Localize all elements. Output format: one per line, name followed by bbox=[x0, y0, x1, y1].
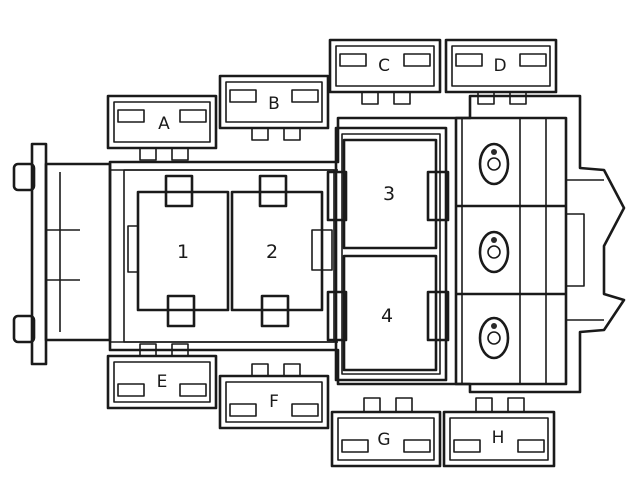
relay-label-A: A bbox=[158, 114, 170, 134]
fuse-slot-label-2: 2 bbox=[266, 241, 278, 263]
terminal-1 bbox=[478, 142, 510, 186]
terminal-3 bbox=[478, 316, 510, 360]
relay-label-E: E bbox=[157, 372, 168, 392]
housing bbox=[108, 94, 626, 394]
fuse-slot-label-4: 4 bbox=[381, 305, 393, 327]
fuse-slot-label-3: 3 bbox=[383, 183, 395, 205]
relay-C: C bbox=[328, 38, 442, 105]
relay-B: B bbox=[218, 74, 330, 141]
relay-label-C: C bbox=[378, 56, 390, 76]
relay-G: G bbox=[330, 397, 442, 468]
fuse-slot-1: 1 bbox=[127, 174, 230, 328]
relay-label-F: F bbox=[269, 392, 279, 412]
relay-F: F bbox=[218, 363, 330, 430]
relay-label-H: H bbox=[492, 428, 505, 448]
relay-label-G: G bbox=[377, 430, 390, 450]
relay-E: E bbox=[106, 343, 218, 410]
terminal-block bbox=[454, 116, 604, 386]
fuse-slot-2: 2 bbox=[230, 174, 333, 328]
relay-A: A bbox=[106, 94, 218, 161]
relay-label-D: D bbox=[493, 56, 506, 76]
mounting-flange bbox=[12, 142, 112, 366]
relay-label-B: B bbox=[268, 94, 280, 114]
terminal-2 bbox=[478, 230, 510, 274]
relay-H: H bbox=[442, 397, 556, 468]
fuse-block-3-4: 3 4 bbox=[326, 126, 450, 382]
fuse-slot-label-1: 1 bbox=[177, 241, 189, 263]
relay-D: D bbox=[444, 38, 558, 105]
